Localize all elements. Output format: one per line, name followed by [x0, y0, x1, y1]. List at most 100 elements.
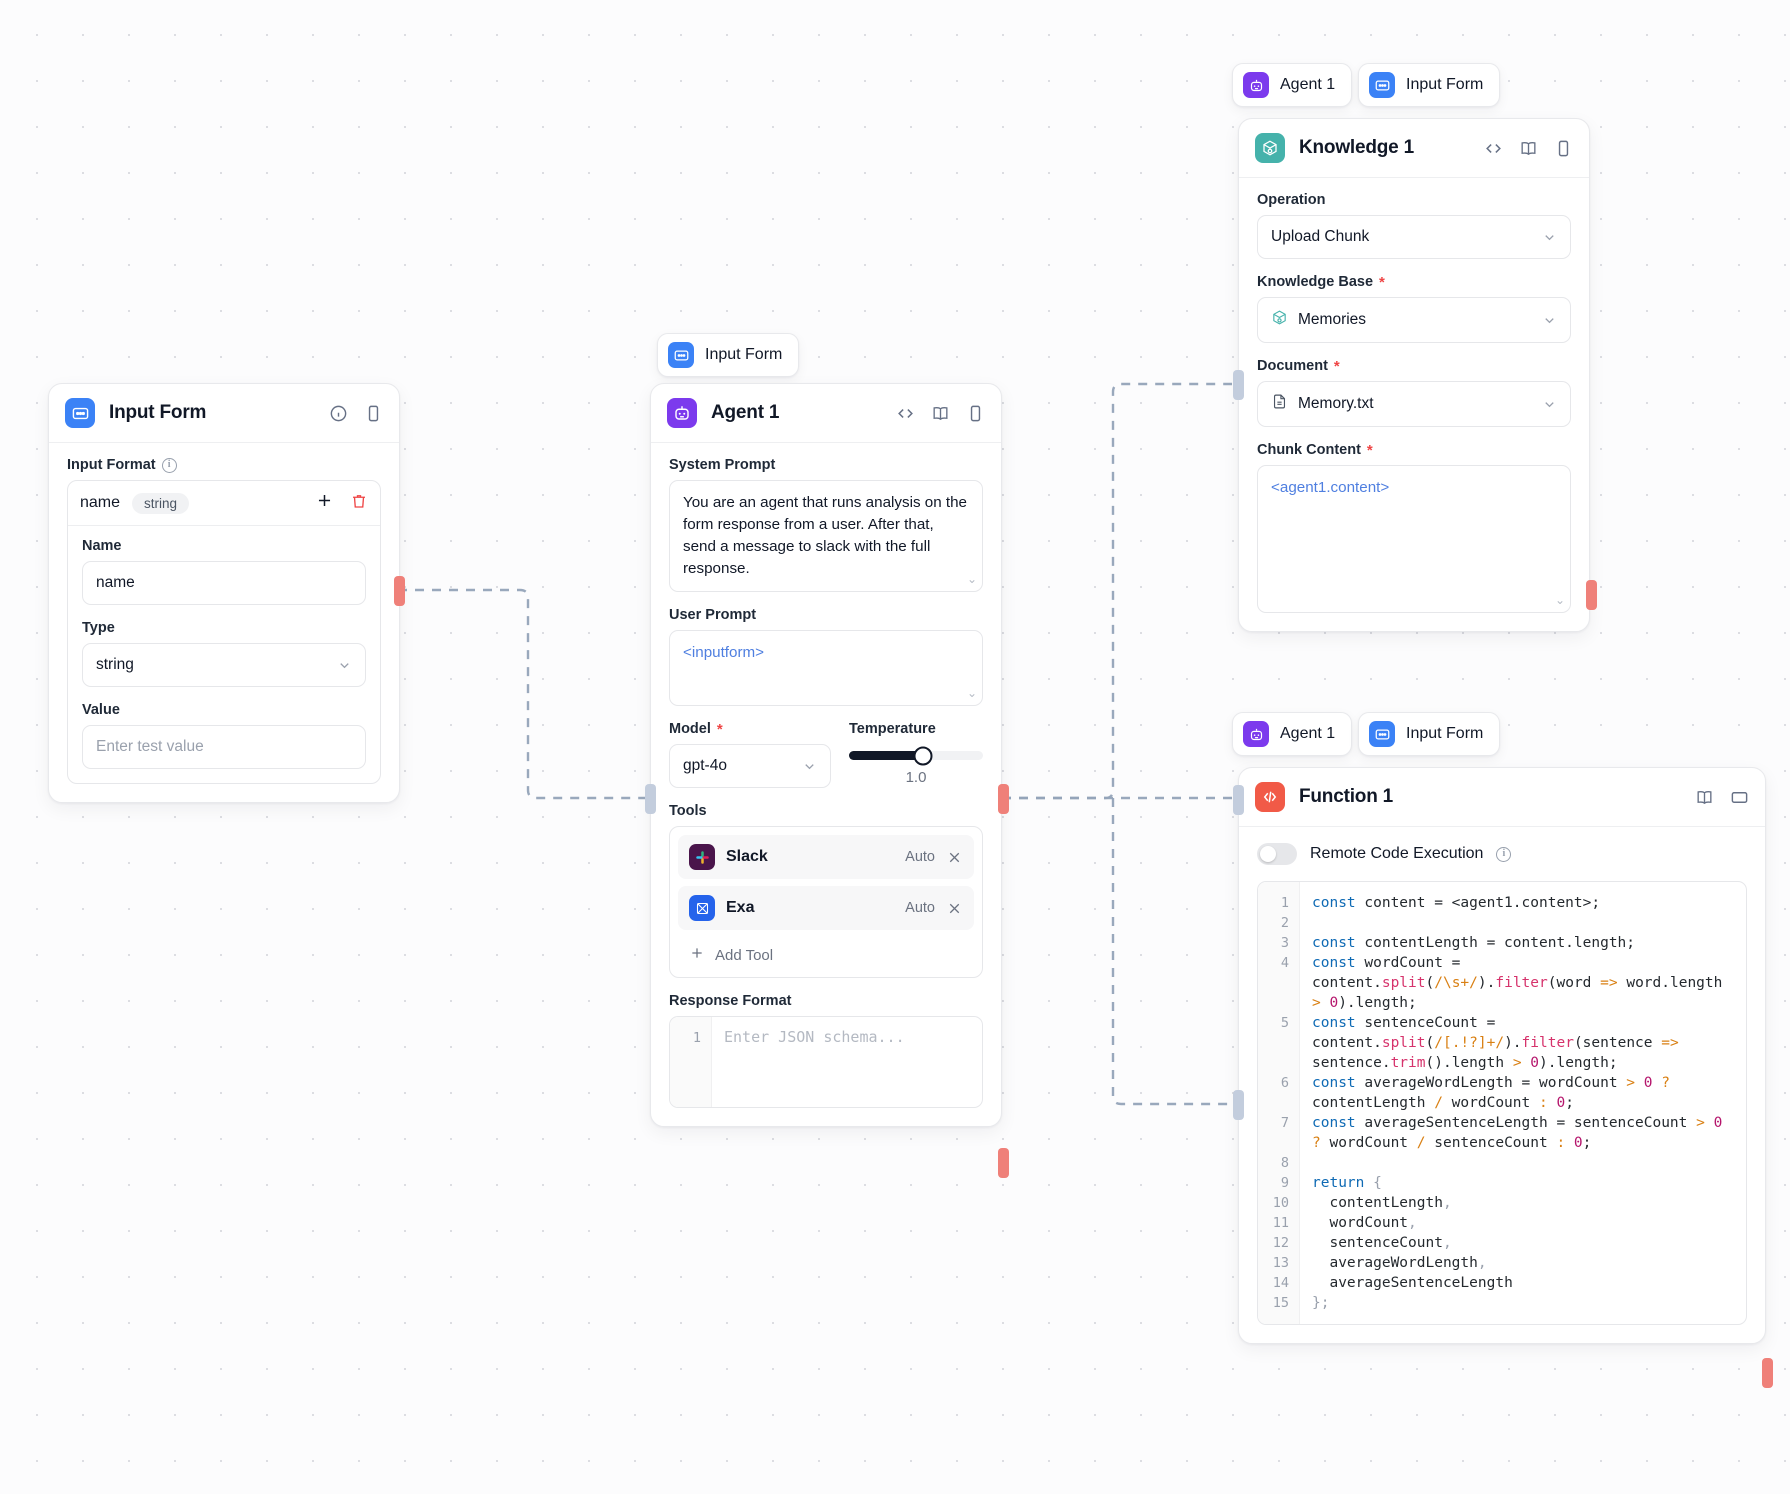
system-prompt-label: System Prompt — [669, 457, 776, 473]
line-number: 12 — [1272, 1235, 1289, 1251]
book-icon[interactable] — [1695, 788, 1714, 807]
value-input[interactable]: Enter test value — [82, 725, 366, 769]
output-handle-function[interactable] — [1762, 1358, 1773, 1388]
input-handle-knowledge[interactable] — [1233, 370, 1244, 400]
type-tag: string — [132, 492, 190, 514]
code-content[interactable]: const content = <agent1.content>; const … — [1300, 882, 1746, 1324]
input-handle-function-secondary[interactable] — [1233, 1090, 1244, 1120]
panel-icon[interactable] — [1554, 139, 1573, 158]
code-line: const sentenceCount = content.split(/[.!… — [1312, 1015, 1688, 1071]
resize-grip-icon[interactable]: ⌄ — [1554, 592, 1565, 607]
code-line: contentLength, — [1312, 1195, 1452, 1211]
page-title: Agent 1 — [711, 402, 780, 423]
info-icon[interactable] — [329, 404, 348, 423]
tool-item-exa[interactable]: Exa Auto — [678, 886, 974, 931]
name-input[interactable]: name — [82, 561, 366, 605]
tools-list: Slack Auto Exa Auto — [669, 826, 983, 979]
remote-code-execution-row[interactable]: Remote Code Execution i — [1257, 841, 1747, 881]
response-format-editor[interactable]: 1 Enter JSON schema... — [669, 1016, 983, 1109]
node-agent-1[interactable]: Agent 1 System Prompt You are an agent t… — [650, 383, 1002, 1128]
tool-mode[interactable]: Auto — [905, 849, 935, 866]
pill-agent-1-knowledge[interactable]: Agent 1 — [1232, 63, 1353, 107]
slider-knob[interactable] — [913, 746, 933, 766]
chunk-content-label: Chunk Content* — [1257, 441, 1373, 459]
input-form-icon — [668, 342, 694, 368]
type-select[interactable]: string — [82, 643, 366, 687]
pill-input-form-function[interactable]: Input Form — [1358, 712, 1501, 756]
info-icon[interactable]: i — [161, 457, 177, 473]
resize-grip-icon[interactable]: ⌄ — [966, 571, 977, 586]
output-handle-input-form[interactable] — [394, 576, 405, 606]
node-input-form[interactable]: Input Form Input Format i name string — [48, 383, 400, 803]
code-icon[interactable] — [1484, 139, 1503, 158]
panel-icon[interactable] — [364, 404, 383, 423]
pill-input-form-knowledge[interactable]: Input Form — [1358, 63, 1501, 107]
line-number: 3 — [1280, 935, 1289, 951]
line-number: 11 — [1272, 1215, 1289, 1231]
code-icon[interactable] — [896, 404, 915, 423]
code-line: return { — [1312, 1175, 1382, 1191]
page-title: Function 1 — [1299, 786, 1394, 807]
tool-item-slack[interactable]: Slack Auto — [678, 835, 974, 880]
plus-icon[interactable] — [315, 491, 334, 515]
knowledge-base-select[interactable]: Memories — [1257, 297, 1571, 343]
info-icon[interactable]: i — [1496, 846, 1512, 862]
model-select[interactable]: gpt-4o — [669, 744, 831, 789]
line-number: 1 — [1280, 895, 1289, 911]
resize-grip-icon[interactable]: ⌄ — [966, 685, 977, 700]
input-form-icon — [1369, 72, 1395, 98]
operation-select[interactable]: Upload Chunk — [1257, 215, 1571, 259]
node-header: Function 1 — [1239, 768, 1765, 827]
pill-label: Input Form — [1406, 725, 1484, 742]
pill-agent-1-function[interactable]: Agent 1 — [1232, 712, 1353, 756]
code-line: sentenceCount, — [1312, 1235, 1452, 1251]
chunk-content-textarea[interactable]: <agent1.content> ⌄ — [1257, 465, 1571, 613]
node-knowledge-1[interactable]: Knowledge 1 Operation Upload Chunk — [1238, 118, 1590, 632]
input-handle-function[interactable] — [1233, 785, 1244, 815]
document-select[interactable]: Memory.txt — [1257, 381, 1571, 427]
edge-agent-to-knowledge — [1002, 382, 1232, 800]
chevron-down-icon — [1542, 313, 1557, 328]
agent-icon — [1243, 72, 1269, 98]
json-schema-placeholder: Enter JSON schema... — [724, 1028, 905, 1047]
operation-label: Operation — [1257, 192, 1326, 208]
line-number: 10 — [1272, 1195, 1289, 1211]
file-icon — [1271, 393, 1288, 415]
knowledge-base-label: Knowledge Base* — [1257, 273, 1385, 291]
chevron-down-icon — [802, 759, 817, 774]
close-icon[interactable] — [946, 900, 963, 917]
output-handle-agent-secondary[interactable] — [998, 1148, 1009, 1178]
code-line: averageWordLength, — [1312, 1255, 1487, 1271]
code-line — [1312, 913, 1734, 933]
system-prompt-textarea[interactable]: You are an agent that runs analysis on t… — [669, 480, 983, 593]
node-header: Knowledge 1 — [1239, 119, 1589, 178]
line-number: 14 — [1272, 1275, 1289, 1291]
output-handle-agent[interactable] — [998, 784, 1009, 814]
type-label: Type — [82, 620, 115, 636]
input-form-icon — [65, 398, 95, 428]
input-handle-agent[interactable] — [645, 784, 656, 814]
trash-icon[interactable] — [350, 492, 368, 515]
slider-fill — [849, 751, 923, 761]
output-handle-knowledge[interactable] — [1586, 580, 1597, 610]
code-line: const wordCount = content.split(/\s+/).f… — [1312, 955, 1732, 1011]
knowledge-base-value: Memories — [1298, 311, 1367, 328]
book-icon[interactable] — [931, 404, 950, 423]
book-icon[interactable] — [1519, 139, 1538, 158]
add-tool-button[interactable]: Add Tool — [678, 937, 974, 969]
user-prompt-textarea[interactable]: <inputform> ⌄ — [669, 630, 983, 707]
window-icon[interactable] — [1730, 788, 1749, 807]
pill-input-form-agent[interactable]: Input Form — [657, 333, 800, 377]
line-number: 7 — [1280, 1115, 1289, 1131]
tool-mode[interactable]: Auto — [905, 900, 935, 917]
input-format-row[interactable]: name string — [68, 481, 380, 526]
input-format-label: Input Format i — [67, 457, 381, 473]
close-icon[interactable] — [946, 849, 963, 866]
remote-code-execution-toggle[interactable] — [1257, 843, 1297, 865]
panel-icon[interactable] — [966, 404, 985, 423]
tool-name: Exa — [726, 899, 755, 917]
temperature-slider[interactable] — [849, 746, 983, 766]
